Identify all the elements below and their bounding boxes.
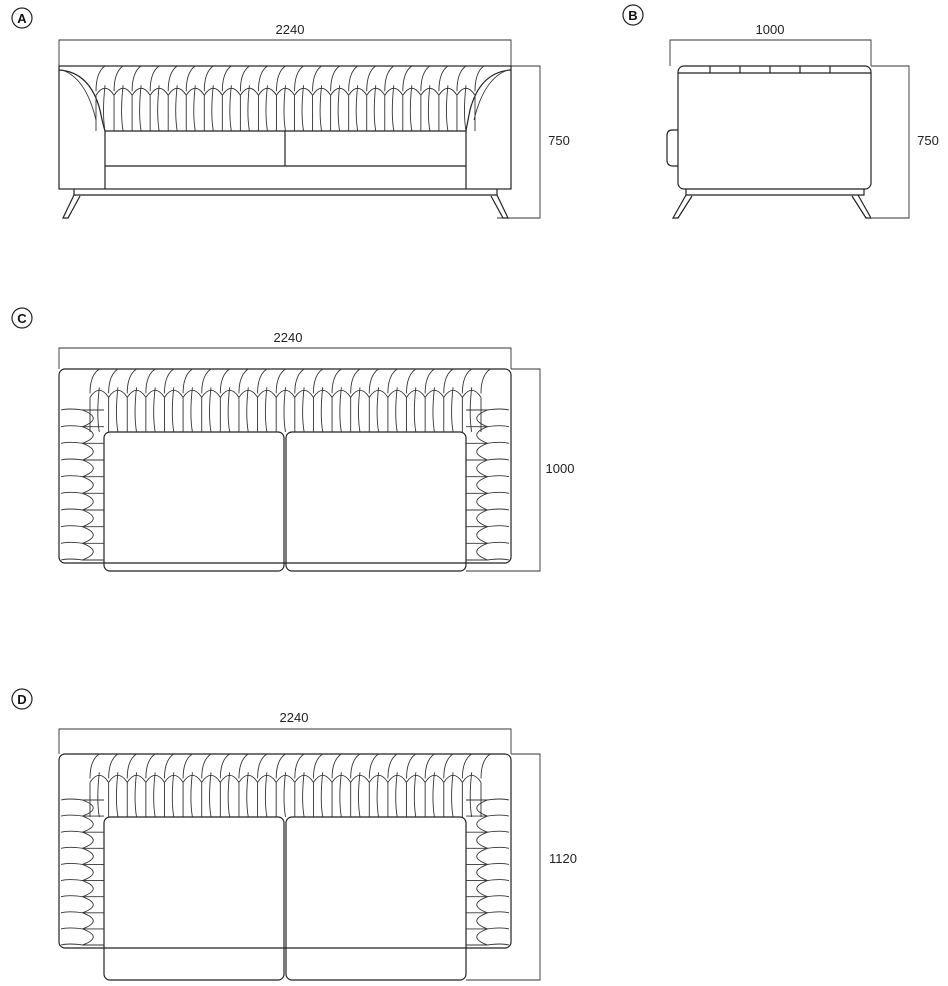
depth-dimension-line bbox=[466, 368, 541, 572]
width-dimension-line bbox=[58, 39, 512, 66]
view-label: C bbox=[17, 311, 27, 326]
width-dimension-line bbox=[58, 347, 512, 369]
view-label-circle bbox=[11, 688, 33, 710]
depth-dimension-line bbox=[466, 753, 541, 981]
view-c-top: C 2240 1000 bbox=[11, 307, 575, 572]
width-dimension-line bbox=[669, 39, 872, 66]
view-d-top: D 2240 1120 bbox=[11, 688, 577, 981]
height-dimension: 750 bbox=[917, 133, 939, 148]
width-dimension: 1000 bbox=[756, 22, 785, 37]
width-dimension: 2240 bbox=[274, 330, 303, 345]
height-dimension: 750 bbox=[548, 133, 570, 148]
view-b-side: B 1000 750 bbox=[622, 4, 939, 219]
view-label: D bbox=[17, 692, 26, 707]
view-label-circle bbox=[11, 7, 33, 29]
seat-cushion-right bbox=[285, 816, 467, 981]
front-tufting bbox=[95, 65, 485, 132]
width-dimension: 2240 bbox=[280, 710, 309, 725]
depth-dimension: 1120 bbox=[549, 851, 577, 866]
view-label-circle bbox=[622, 4, 644, 26]
width-dimension-line bbox=[58, 728, 512, 754]
seat-cushion-left bbox=[103, 431, 285, 572]
depth-dimension: 1000 bbox=[546, 461, 575, 476]
top-tufting bbox=[60, 753, 510, 946]
top-tufting bbox=[60, 368, 510, 561]
height-dimension-line bbox=[871, 65, 910, 219]
view-label: B bbox=[628, 8, 637, 23]
view-label-circle bbox=[11, 307, 33, 329]
view-label: A bbox=[17, 11, 27, 26]
seat-cushion-left bbox=[103, 816, 285, 981]
height-dimension-line bbox=[497, 65, 541, 219]
width-dimension: 2240 bbox=[276, 22, 305, 37]
view-a-front: A 2240 750 bbox=[11, 7, 570, 219]
seat-cushion-right bbox=[285, 431, 467, 572]
